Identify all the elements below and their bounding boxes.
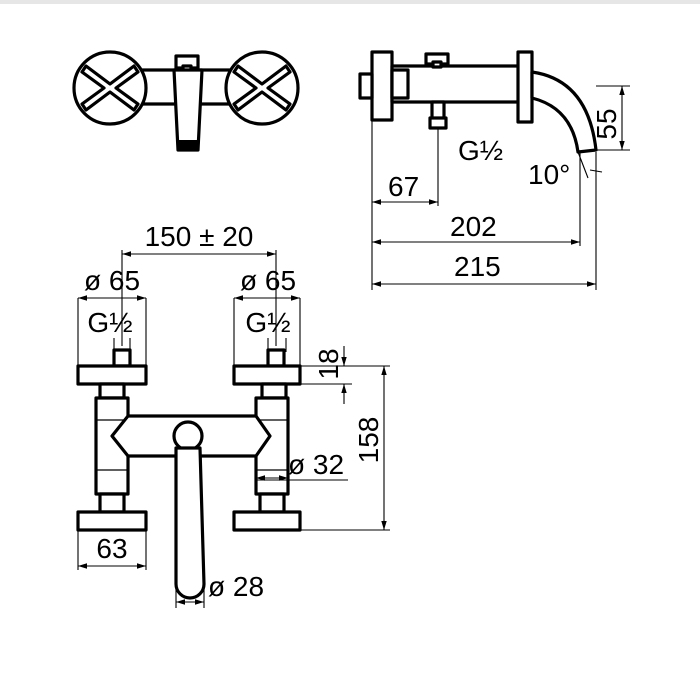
top-view-spout [172,68,204,152]
top-view [72,50,300,152]
front-left-handle-base [76,510,148,532]
dim-158-label: 158 [353,417,384,464]
dim-dia-65-right-label: ø 65 [240,265,296,296]
side-view-handle [516,50,534,124]
top-border [0,0,700,4]
front-diverter-knob [172,420,204,452]
angle-label: 10° [528,159,570,190]
dim-dia-28-label: ø 28 [208,571,264,602]
dim-dia-32-label: ø 32 [288,449,344,480]
front-spout [174,446,206,600]
front-left-nut [76,364,148,386]
dim-202-label: 202 [450,211,497,242]
dim-dia-65-left-label: ø 65 [84,265,140,296]
dim-18-label: 18 [313,348,344,379]
top-view-left-handle [72,50,148,126]
side-thread-label: G½ [458,135,503,166]
dim-55-label: 55 [591,108,622,139]
front-view: 150 ± 20 ø 65 ø 65 G½ G½ [76,221,390,608]
front-right-handle-base [232,510,302,532]
front-left-inlet [112,348,132,368]
dim-centers-label: 150 ± 20 [145,221,254,252]
side-view-wall-flange [370,50,394,122]
front-right-inlet [266,348,286,368]
thread-left-label: G½ [87,307,132,338]
dim-67-label: 67 [388,171,419,202]
top-view-right-handle [224,50,300,126]
side-view: 55 G½ 10° 67 202 215 [358,50,630,290]
top-view-spout-outlet [178,140,198,150]
front-right-nut [232,364,302,386]
side-view-body [390,64,522,104]
thread-right-label: G½ [245,307,290,338]
side-view-spout [530,70,598,154]
dim-215-label: 215 [454,251,501,282]
dim-63-label: 63 [96,533,127,564]
